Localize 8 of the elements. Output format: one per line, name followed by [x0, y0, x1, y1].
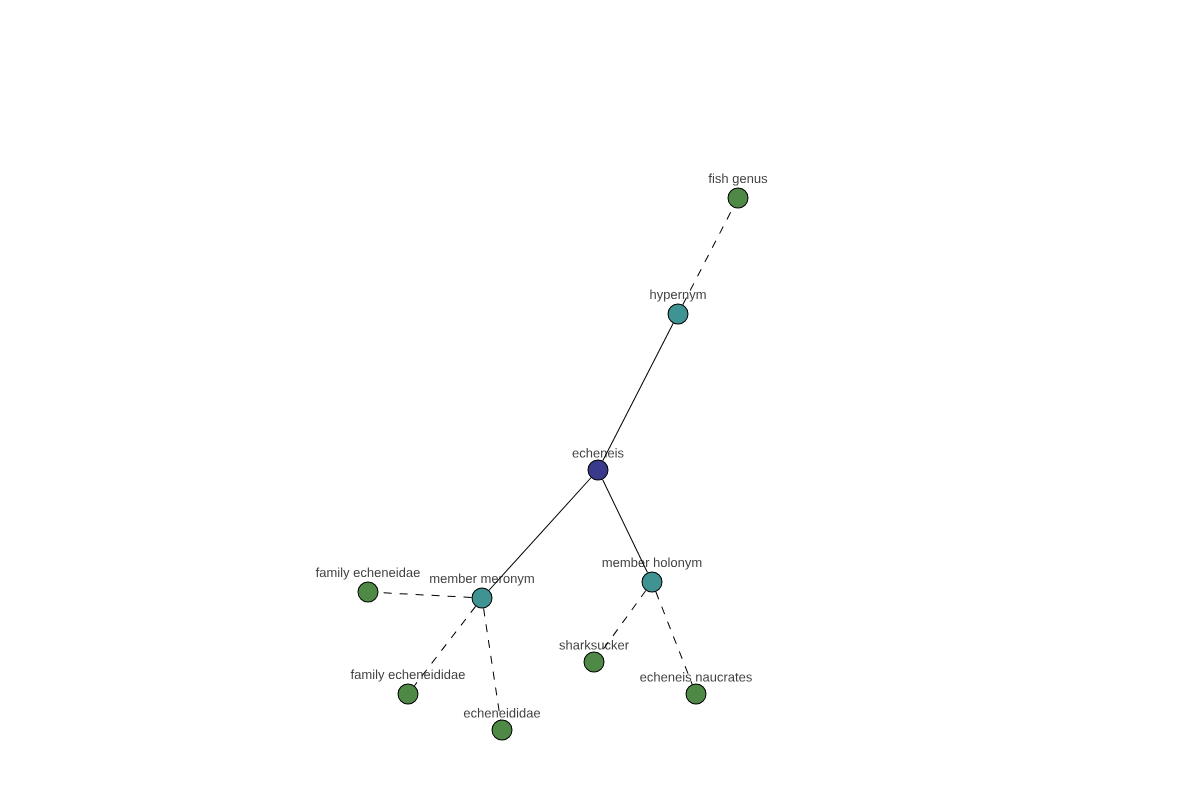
- connector-line: [413, 605, 477, 687]
- connector-line: [602, 322, 674, 462]
- connector-line: [599, 590, 647, 654]
- connector-line: [602, 478, 648, 574]
- connector-line: [483, 607, 501, 721]
- connector-line: [488, 477, 592, 591]
- connector-line: [655, 591, 693, 685]
- connector-line: [378, 592, 472, 598]
